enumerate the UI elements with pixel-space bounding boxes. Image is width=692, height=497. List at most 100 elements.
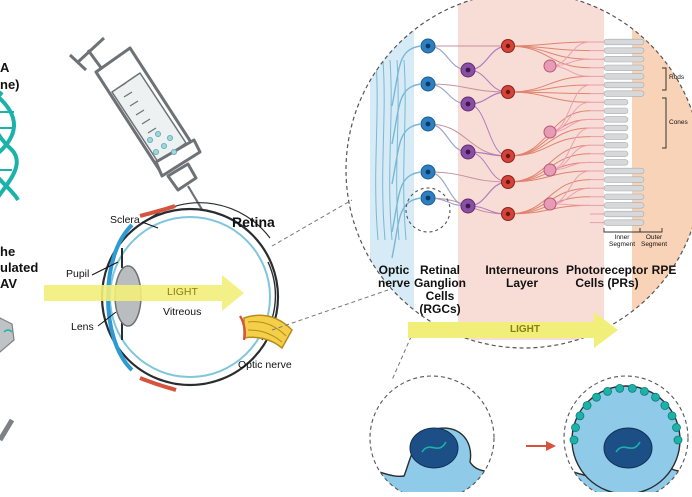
rgc-nucleus [425, 81, 431, 87]
optic-nerve-label: Optic nerve [238, 359, 292, 371]
aav-particle [640, 386, 649, 396]
retina-light-label: LIGHT [510, 324, 540, 335]
pupil-label: Pupil [66, 268, 90, 280]
photoreceptor-segment [603, 99, 629, 106]
rgc-nucleus [425, 169, 431, 175]
rods-label: Rods [669, 74, 685, 81]
optic-axon [403, 59, 407, 241]
aav-particle [603, 386, 612, 396]
photoreceptor-segment [603, 142, 629, 149]
bipolar-nucleus [465, 149, 471, 155]
photoreceptor-segment [603, 124, 629, 132]
photoreceptor-soma [543, 59, 557, 73]
photoreceptor-segment [603, 185, 645, 192]
photoreceptor-segment [603, 116, 629, 123]
aav-particle [667, 411, 677, 421]
rgc-nucleus [425, 43, 431, 49]
light-arrow-retina [408, 312, 618, 348]
eye-light-label: LIGHT [167, 286, 198, 298]
synapse-link [507, 45, 591, 69]
left-label-ne: ne) [0, 77, 20, 92]
aav-particle [575, 411, 585, 421]
retina-title: Retina [232, 214, 275, 230]
synapse-link [427, 83, 509, 93]
light-arrow-eye [44, 275, 244, 311]
nerve-fiber [391, 83, 421, 145]
segment-brackets [603, 228, 663, 233]
lens-label: Lens [71, 321, 94, 333]
vitreous-label: Vitreous [163, 306, 202, 318]
aav-particle [673, 435, 683, 445]
photoreceptor-segment [603, 64, 645, 71]
optic-axon [389, 59, 393, 241]
interneuron-nucleus [505, 89, 511, 95]
retinal-cells [420, 38, 557, 221]
sclera-label: Sclera [110, 214, 140, 226]
photoreceptor-segment [603, 107, 629, 114]
optic-axon [375, 59, 379, 241]
interneuron-band [458, 0, 604, 340]
photoreceptor-segment [603, 133, 629, 140]
aav-particle [660, 401, 670, 410]
nerve-fiber [391, 171, 421, 233]
photoreceptor-segment [603, 56, 645, 63]
rpe-layer-label: RPE [651, 263, 677, 277]
synapse-link [507, 170, 591, 183]
nerve-fiber [391, 197, 421, 259]
photoreceptor-segment [603, 176, 645, 183]
aav-particle [582, 401, 592, 410]
optic-axon [382, 59, 386, 241]
left-label-he: he [0, 244, 16, 259]
bipolar-nucleus [465, 67, 471, 73]
cell-after-border [563, 375, 689, 497]
interneuron-nucleus [505, 179, 511, 185]
photoreceptor-segment [603, 150, 629, 157]
cones-label: Cones [669, 119, 688, 126]
synapse-link [507, 136, 591, 157]
optic-axon [396, 59, 400, 241]
transduction-arrow [526, 441, 556, 451]
dna-helix-icon [0, 90, 20, 202]
rgc-nucleus [425, 121, 431, 127]
aav-particle [615, 383, 625, 393]
left-label-ulated: ulated [0, 260, 39, 275]
aav-particle [672, 423, 681, 432]
rgc-highlight-circle [405, 187, 451, 233]
synapse-link [427, 171, 509, 183]
photoreceptor-soma [543, 197, 557, 211]
synapse-link [507, 91, 591, 103]
interneuron-nucleus [505, 43, 511, 49]
left-label-a: A [0, 60, 10, 75]
aav-particles-on-cell [569, 383, 683, 445]
aav-capsid-icon [0, 317, 15, 353]
aav-particle [592, 392, 601, 402]
cell-before-view [370, 427, 494, 497]
interneuron-nucleus [505, 211, 511, 217]
photoreceptor-segment [603, 210, 645, 218]
syringe-icon [68, 36, 233, 261]
interneuron-nucleus [505, 153, 511, 159]
bipolar-nucleus [465, 203, 471, 209]
small-syringe-icon [0, 418, 15, 442]
aav-particle [651, 392, 660, 402]
cell-before-border [369, 375, 495, 497]
photoreceptor-segment [603, 90, 645, 97]
cell-after-view [564, 383, 688, 497]
nerve-fiber [391, 123, 421, 185]
aav-particle [571, 423, 580, 432]
photoreceptor-segment [603, 193, 645, 200]
photoreceptor-segment [603, 47, 645, 54]
aav-particle [627, 383, 637, 393]
photoreceptor-segment [603, 202, 645, 209]
bipolar-nucleus [465, 101, 471, 107]
photoreceptor-segment [603, 38, 645, 46]
photoreceptor-segments [590, 38, 645, 226]
zoom-connector-lines [271, 199, 415, 381]
